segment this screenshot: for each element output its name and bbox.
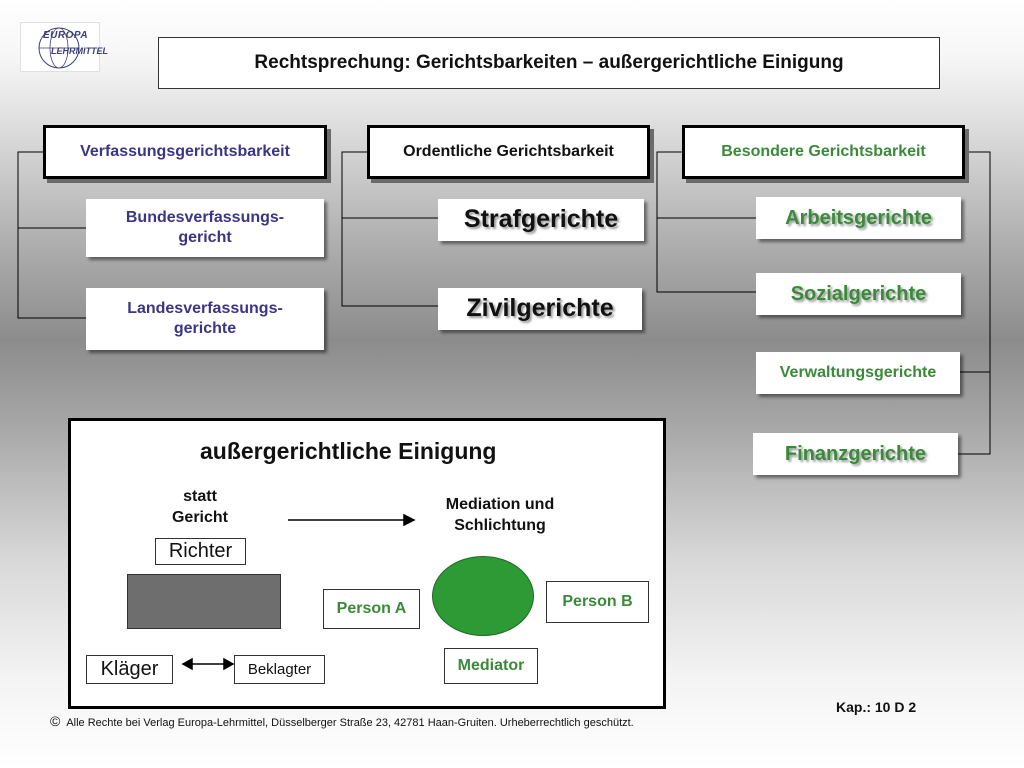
logo-line-2: LEHRMITTEL [51, 46, 108, 56]
category-verfassungsgerichtsbarkeit: Verfassungsgerichtsbarkeit [43, 125, 327, 179]
page-title: Rechtsprechung: Gerichtsbarkeiten – auße… [158, 37, 940, 89]
court-label-line-2: gerichte [173, 320, 237, 337]
court-strafgerichte: Strafgerichte [438, 199, 644, 241]
richter-label: Richter [155, 538, 246, 565]
right-arrow-head [403, 513, 416, 527]
beklagter-box: Beklagter [234, 655, 325, 684]
court-label-line-1: Landesverfassungs- [127, 300, 283, 317]
mediator-circle [432, 556, 534, 636]
footer: © Alle Rechte bei Verlag Europa-Lehrmitte… [50, 713, 634, 729]
court-landesverfassungsgerichte: Landesverfassungs- gerichte [86, 288, 324, 350]
footer-text: Alle Rechte bei Verlag Europa-Lehrmittel… [66, 717, 634, 729]
person-a-box: Person A [323, 589, 420, 629]
court-zivilgerichte: Zivilgerichte [438, 288, 642, 330]
statt-label: statt [183, 488, 217, 505]
copyright-icon: © [50, 713, 61, 729]
statt-gericht-label: statt Gericht [160, 487, 240, 529]
court-arbeitsgerichte: Arbeitsgerichte [756, 197, 961, 239]
category-besondere-gerichtsbarkeit: Besondere Gerichtsbarkeit [682, 125, 965, 179]
double-arrow-right-head [223, 657, 235, 671]
category-ordentliche-gerichtsbarkeit: Ordentliche Gerichtsbarkeit [367, 125, 650, 179]
person-b-box: Person B [546, 581, 649, 623]
klaeger-box: Kläger [86, 655, 173, 684]
court-verwaltungsgerichte: Verwaltungsgerichte [756, 352, 960, 394]
court-label-line-2: gericht [178, 229, 232, 246]
mediation-schlichtung-label: Mediation und Schlichtung [420, 495, 580, 537]
mediation-label-line-1: Mediation und [445, 496, 555, 513]
court-finanzgerichte: Finanzgerichte [753, 433, 958, 475]
gericht-label: Gericht [171, 508, 228, 526]
logo-line-1: EUROPA [43, 30, 89, 41]
chapter-label: Kap.: 10 D 2 [836, 699, 917, 715]
mediation-label-line-2: Schlichtung [454, 516, 546, 534]
mediation-title: außergerichtliche Einigung [200, 438, 497, 464]
globe-icon [38, 27, 80, 69]
europa-lehrmittel-logo: EUROPA LEHRMITTEL [20, 22, 108, 72]
court-label-line-1: Bundesverfassungs- [125, 209, 285, 226]
judge-box [127, 574, 281, 629]
court-sozialgerichte: Sozialgerichte [756, 273, 961, 315]
court-bundesverfassungsgericht: Bundesverfassungs- gericht [86, 199, 324, 257]
double-arrow-left-head [181, 657, 193, 671]
mediator-box: Mediator [444, 648, 538, 684]
